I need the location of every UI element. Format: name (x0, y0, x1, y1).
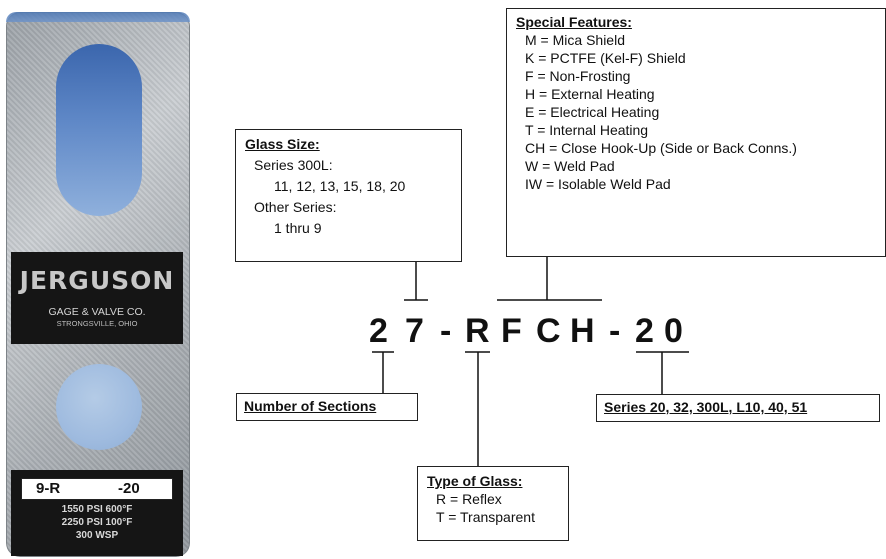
number-of-sections-box: Number of Sections (236, 393, 418, 421)
feature-item: CH = Close Hook-Up (Side or Back Conns.) (525, 140, 797, 156)
feature-item: IW = Isolable Weld Pad (525, 176, 671, 192)
code-char: F (501, 312, 522, 350)
code-char: - (440, 312, 452, 350)
nameplate-top-edge (6, 12, 190, 22)
code-char: 2 (369, 312, 388, 350)
code-char: H (570, 312, 595, 350)
company-name: GAGE & VALVE CO. (48, 306, 146, 318)
number-of-sections-label: Number of Sections (244, 398, 377, 414)
glass-size-box: Glass Size: Series 300L: 11, 12, 13, 15,… (235, 129, 462, 262)
code-char: C (536, 312, 561, 350)
other-series-label: Other Series: (254, 199, 337, 215)
code-char: 2 (635, 312, 654, 350)
series-300l-label: Series 300L: (254, 157, 333, 173)
special-features-box: Special Features: M = Mica Shield K = PC… (506, 8, 886, 257)
code-char: 7 (405, 312, 424, 350)
code-char: R (465, 312, 490, 350)
feature-item: H = External Heating (525, 86, 655, 102)
type-of-glass-box: Type of Glass: R = Reflex T = Transparen… (417, 466, 569, 541)
model-number-left: 9-R (36, 480, 61, 497)
oblong-sight-window (56, 44, 142, 216)
series-300l-values: 11, 12, 13, 15, 18, 20 (274, 178, 406, 194)
feature-item: K = PCTFE (Kel-F) Shield (525, 50, 686, 66)
rating-panel: 9-R -20 1550 PSI 600°F 2250 PSI 100°F 30… (11, 470, 183, 556)
special-features-title: Special Features: (516, 14, 632, 30)
feature-item: F = Non-Frosting (525, 68, 631, 84)
other-series-values: 1 thru 9 (274, 220, 322, 236)
brand-panel: JERGUSON GAGE & VALVE CO. STRONGSVILLE, … (11, 252, 183, 344)
feature-item: T = Internal Heating (525, 122, 649, 138)
rating-line-2: 2250 PSI 100°F (61, 517, 133, 528)
company-location: STRONGSVILLE, OHIO (56, 319, 138, 328)
code-char: - (609, 312, 621, 350)
glass-type-item: R = Reflex (436, 491, 502, 507)
code-char: 0 (664, 312, 683, 350)
round-sight-window (56, 364, 142, 450)
rating-line-1: 1550 PSI 600°F (61, 504, 133, 515)
model-number-right: -20 (118, 480, 140, 497)
glass-size-title: Glass Size: (245, 136, 320, 152)
brand-name: JERGUSON (19, 266, 175, 295)
model-number-box: 9-R -20 (21, 478, 173, 500)
type-of-glass-title: Type of Glass: (427, 473, 523, 489)
feature-item: M = Mica Shield (525, 32, 625, 48)
feature-item: W = Weld Pad (525, 158, 615, 174)
series-label: Series 20, 32, 300L, L10, 40, 51 (604, 399, 808, 415)
rating-line-3: 300 WSP (75, 530, 119, 541)
series-box: Series 20, 32, 300L, L10, 40, 51 (596, 394, 880, 422)
glass-type-item: T = Transparent (436, 509, 535, 525)
nameplate: JERGUSON GAGE & VALVE CO. STRONGSVILLE, … (6, 12, 190, 557)
feature-item: E = Electrical Heating (525, 104, 660, 120)
